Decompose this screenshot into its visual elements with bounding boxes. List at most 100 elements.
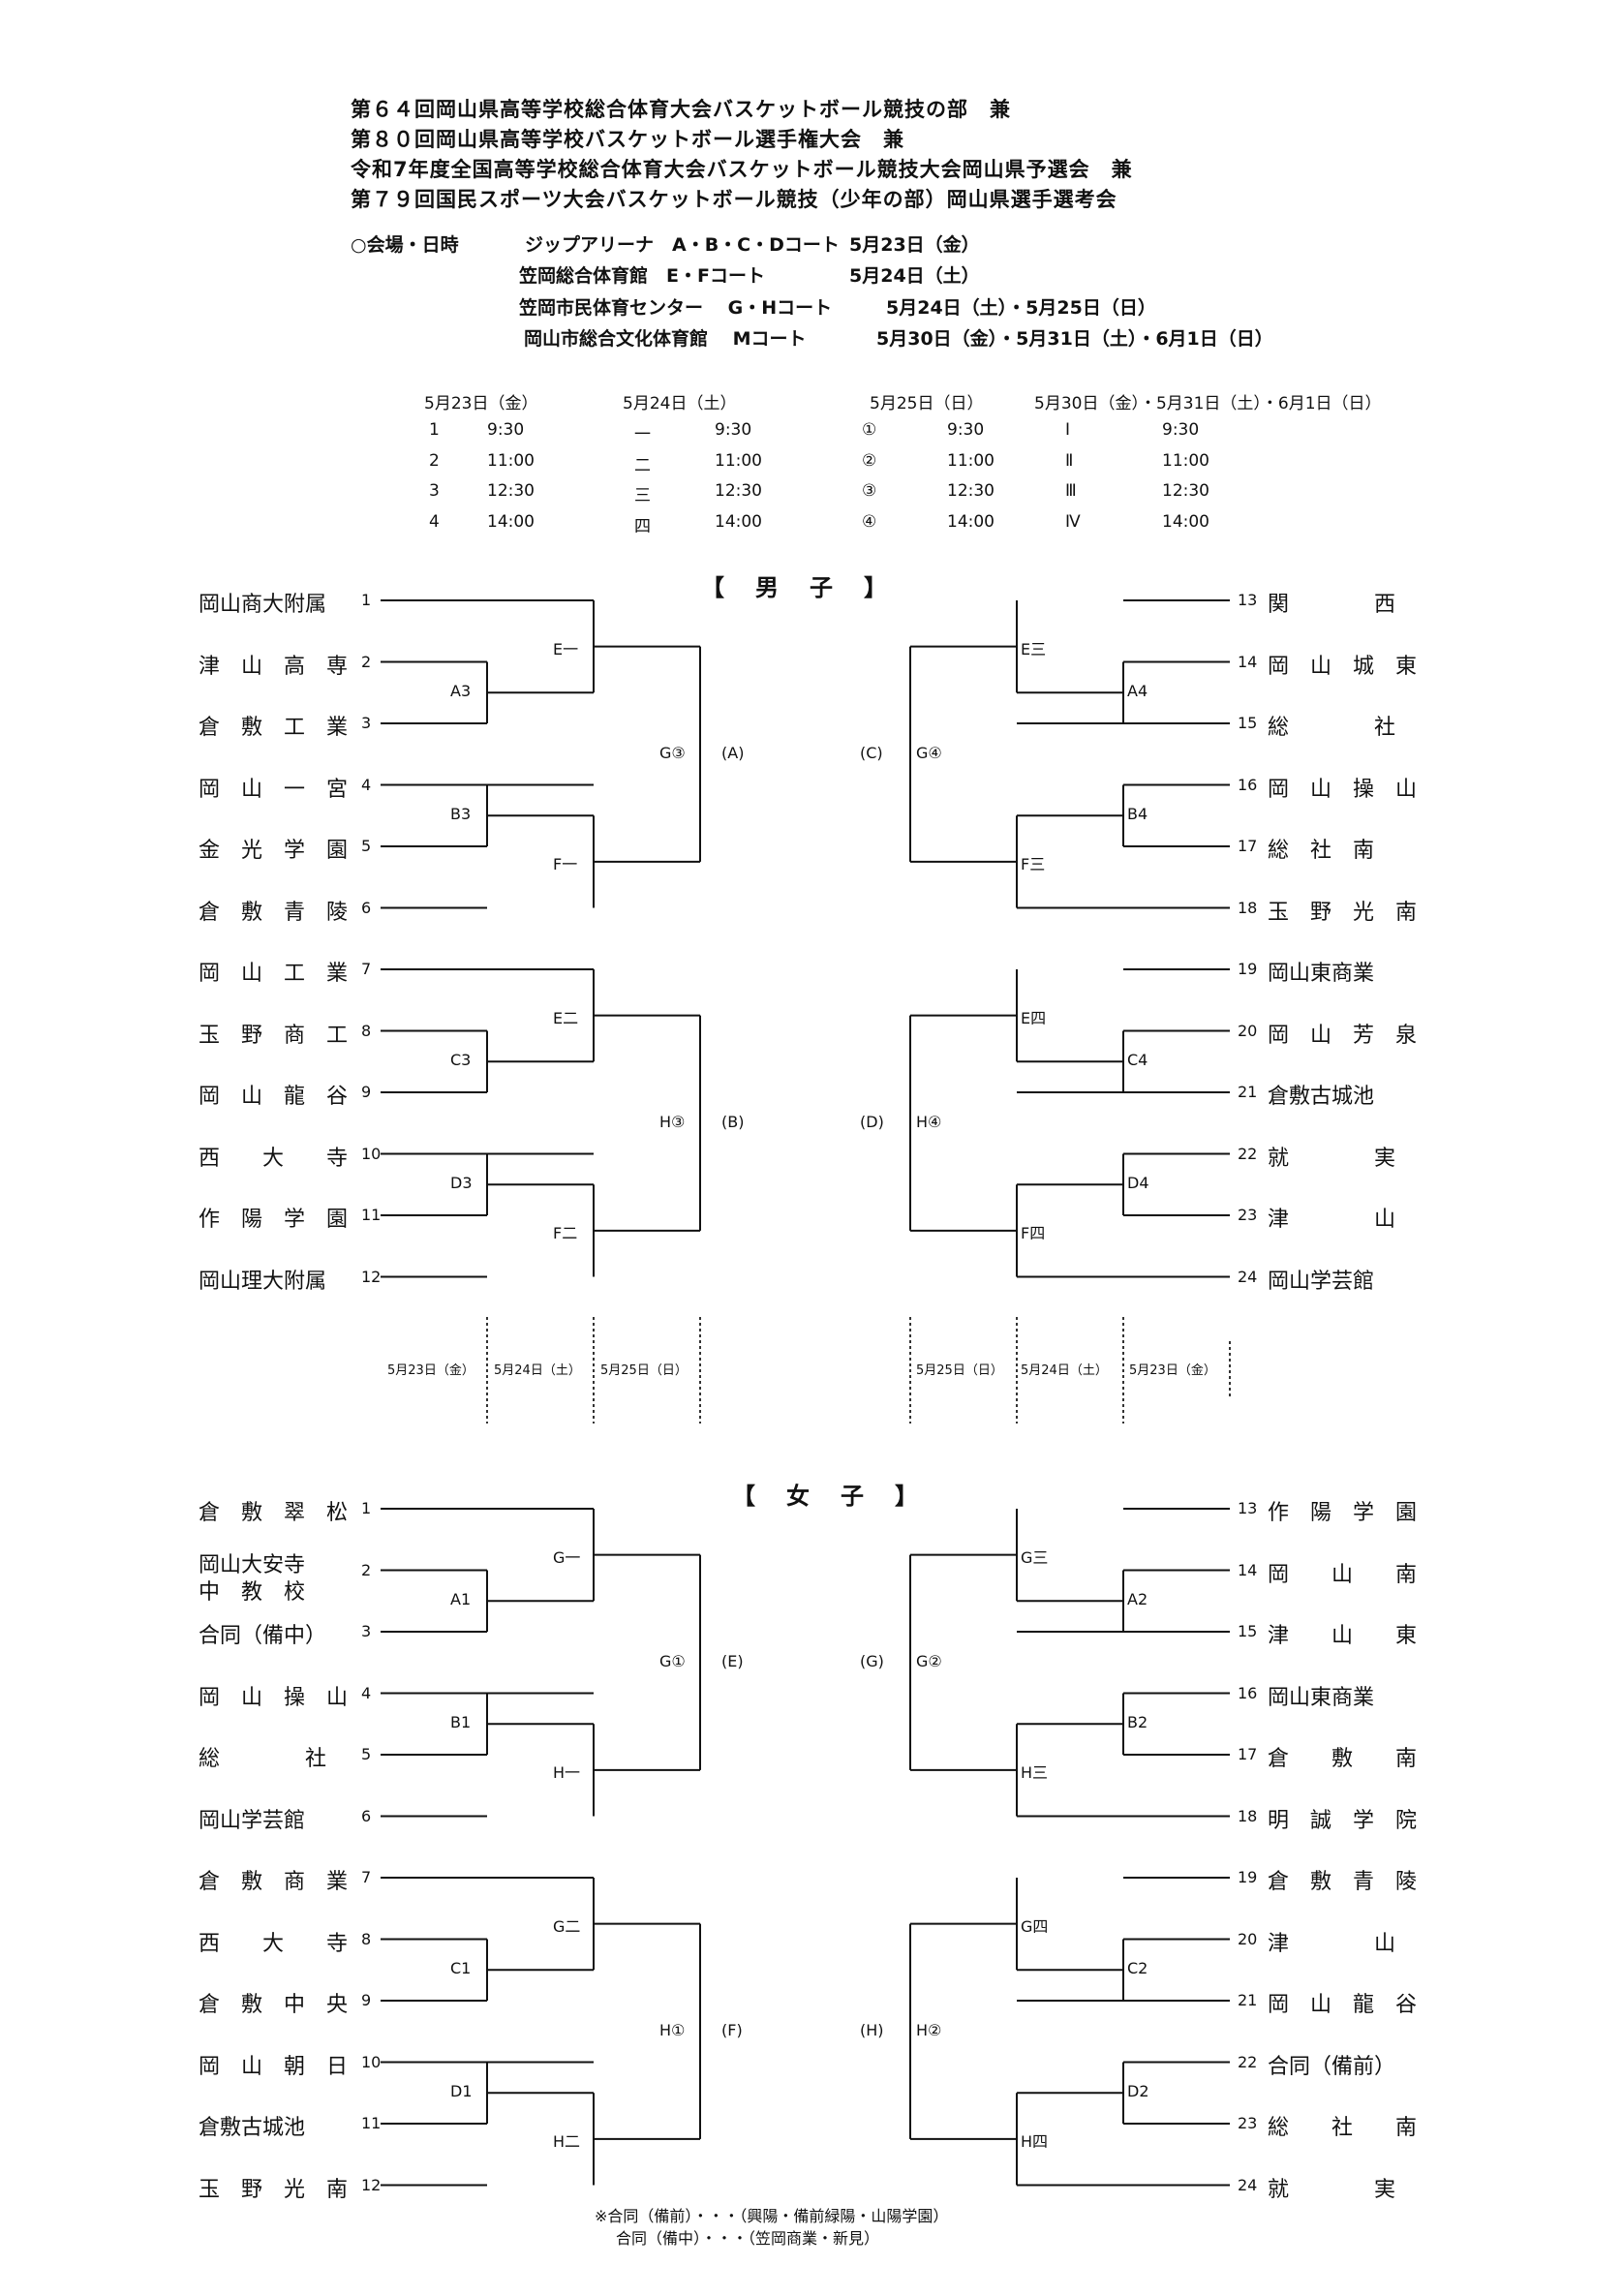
- boys-match-label: G④: [916, 743, 942, 762]
- girls-left-seed: 9: [361, 1991, 372, 2009]
- boys-left-seed: 2: [361, 652, 372, 671]
- venue-place-4: 岡山市総合文化体育館 Mコート: [524, 328, 807, 350]
- title-line-4: 第７９回国民スポーツ大会バスケットボール競技（少年の部）岡山県選手選考会: [351, 188, 1117, 211]
- boys-right-team: 就 実: [1268, 1146, 1396, 1171]
- girls-match-label: H三: [1021, 1762, 1049, 1782]
- girls-right-team: 倉 敷 南: [1268, 1747, 1418, 1771]
- venue-date-4: 5月30日（金）・5月31日（土）・6月1日（日）: [876, 328, 1273, 350]
- girls-match-label: D2: [1127, 2082, 1149, 2101]
- note-2: 合同（備中）・・・（笠岡商業・新見）: [616, 2229, 880, 2248]
- girls-match-label: G二: [553, 1916, 581, 1936]
- boys-left-seed: 12: [361, 1267, 382, 1286]
- schedule-cell: ②: [862, 450, 877, 471]
- schedule-cell: 14:00: [947, 511, 995, 532]
- boys-left-team: 岡山理大附属: [199, 1269, 327, 1294]
- boys-match-label: E四: [1021, 1008, 1047, 1027]
- girls-left-seed: 10: [361, 2052, 382, 2071]
- girls-match-label: G三: [1021, 1547, 1049, 1567]
- venue-date-3: 5月24日（土）・5月25日（日）: [886, 297, 1156, 319]
- boys-left-seed: 5: [361, 837, 372, 855]
- girls-left-team: 倉 敷 商 業: [199, 1870, 349, 1894]
- girls-match-label: H①: [659, 2020, 686, 2039]
- girls-pool-label: (H): [860, 2020, 884, 2039]
- girls-left-team: 玉 野 光 南: [199, 2177, 349, 2202]
- girls-left-team: 岡 山 操 山: [199, 1685, 349, 1710]
- boys-right-seed: 21: [1238, 1083, 1258, 1101]
- boys-match-label: G③: [659, 743, 686, 762]
- boys-left-team: 津 山 高 専: [199, 654, 349, 679]
- boys-left-seed: 8: [361, 1021, 372, 1040]
- girls-right-team: 岡山東商業: [1268, 1685, 1375, 1710]
- girls-match-label: B1: [450, 1713, 472, 1732]
- schedule-cell: 11:00: [487, 450, 535, 471]
- schedule-cell: 14:00: [487, 511, 535, 532]
- boys-match-label: H③: [659, 1112, 686, 1131]
- schedule-cell: 12:30: [487, 481, 535, 501]
- venue-place-2: 笠岡総合体育館 E・Fコート: [519, 265, 765, 287]
- girls-match-label: C1: [450, 1959, 472, 1978]
- boys-left-seed: 10: [361, 1144, 382, 1163]
- boys-match-label: B4: [1127, 805, 1148, 824]
- schedule-cell: ③: [862, 481, 877, 501]
- girls-right-team: 明 誠 学 院: [1268, 1808, 1418, 1833]
- girls-pool-label: (F): [721, 2020, 743, 2039]
- venue-place-1: ジップアリーナ A・B・C・Dコート: [525, 234, 840, 256]
- girls-left-seed: 11: [361, 2114, 382, 2132]
- girls-left-team: 倉 敷 翠 松: [199, 1501, 349, 1525]
- boys-right-team: 総 社: [1268, 716, 1396, 740]
- girls-left-seed: 6: [361, 1806, 372, 1825]
- girls-right-seed: 21: [1238, 1991, 1258, 2009]
- girls-right-team: 岡 山 南: [1268, 1562, 1418, 1587]
- girls-right-team: 岡 山 龍 谷: [1268, 1993, 1418, 2017]
- girls-match-label: G四: [1021, 1916, 1049, 1936]
- boys-match-label: A3: [450, 682, 472, 701]
- girls-left-team: 岡山大安寺: [199, 1552, 306, 1577]
- boys-pool-label: (C): [860, 743, 883, 762]
- schedule-cell: Ⅰ: [1065, 420, 1071, 440]
- girls-match-label: A1: [450, 1590, 472, 1609]
- day-left-3: 5月25日（日）: [600, 1363, 688, 1378]
- boys-match-label: H④: [916, 1112, 942, 1131]
- girls-left-team: 倉敷古城池: [199, 2116, 306, 2140]
- schedule-cell: 11:00: [1162, 450, 1209, 471]
- venue-label: ○会場・日時: [351, 234, 459, 256]
- title-line-3: 令和7年度全国高等学校総合体育大会バスケットボール競技大会岡山県予選会 兼: [351, 158, 1133, 181]
- girls-match-label: H②: [916, 2020, 942, 2039]
- boys-match-label: C3: [450, 1051, 472, 1070]
- boys-left-team: 玉 野 商 工: [199, 1023, 349, 1048]
- girls-left-seed: 2: [361, 1560, 372, 1579]
- girls-right-seed: 14: [1238, 1560, 1258, 1579]
- boys-left-seed: 11: [361, 1206, 382, 1224]
- girls-match-label: D1: [450, 2082, 473, 2101]
- girls-match-label: H四: [1021, 2131, 1049, 2151]
- girls-match-label: C2: [1127, 1959, 1148, 1978]
- schedule-cell: 2: [429, 450, 440, 471]
- girls-right-team: 倉 敷 青 陵: [1268, 1870, 1418, 1894]
- boys-right-seed: 24: [1238, 1267, 1258, 1286]
- schedule-cell: 14:00: [1162, 511, 1209, 532]
- note-1: ※合同（備前）・・・（興陽・備前緑陽・山陽学園）: [595, 2207, 949, 2225]
- girls-right-seed: 24: [1238, 2175, 1258, 2194]
- boys-left-team: 倉 敷 工 業: [199, 716, 349, 740]
- boys-right-team: 岡山学芸館: [1268, 1269, 1375, 1294]
- girls-right-seed: 20: [1238, 1929, 1258, 1948]
- boys-match-label: F四: [1021, 1223, 1046, 1242]
- boys-left-seed: 3: [361, 714, 372, 732]
- girls-left-seed: 3: [361, 1622, 372, 1640]
- boys-left-team: 岡 山 一 宮: [199, 777, 349, 802]
- boys-match-label: E二: [553, 1008, 579, 1027]
- schedule-cell: 14:00: [715, 511, 762, 532]
- venue-place-3: 笠岡市民体育センター G・Hコート: [519, 297, 833, 319]
- boys-right-team: 岡山東商業: [1268, 962, 1375, 986]
- girls-match-label: A2: [1127, 1590, 1148, 1609]
- girls-right-seed: 13: [1238, 1499, 1258, 1517]
- boys-right-team: 岡 山 操 山: [1268, 777, 1418, 802]
- boys-match-label: B3: [450, 805, 472, 824]
- girls-right-team: 就 実: [1268, 2177, 1396, 2202]
- schedule-cell: 3: [429, 481, 440, 501]
- boys-left-team: 岡山商大附属: [199, 593, 327, 617]
- day-right-1: 5月25日（日）: [916, 1363, 1003, 1378]
- boys-match-label: C4: [1127, 1051, 1148, 1070]
- girls-pool-label: (E): [721, 1651, 744, 1670]
- schedule-cell: 11:00: [947, 450, 995, 471]
